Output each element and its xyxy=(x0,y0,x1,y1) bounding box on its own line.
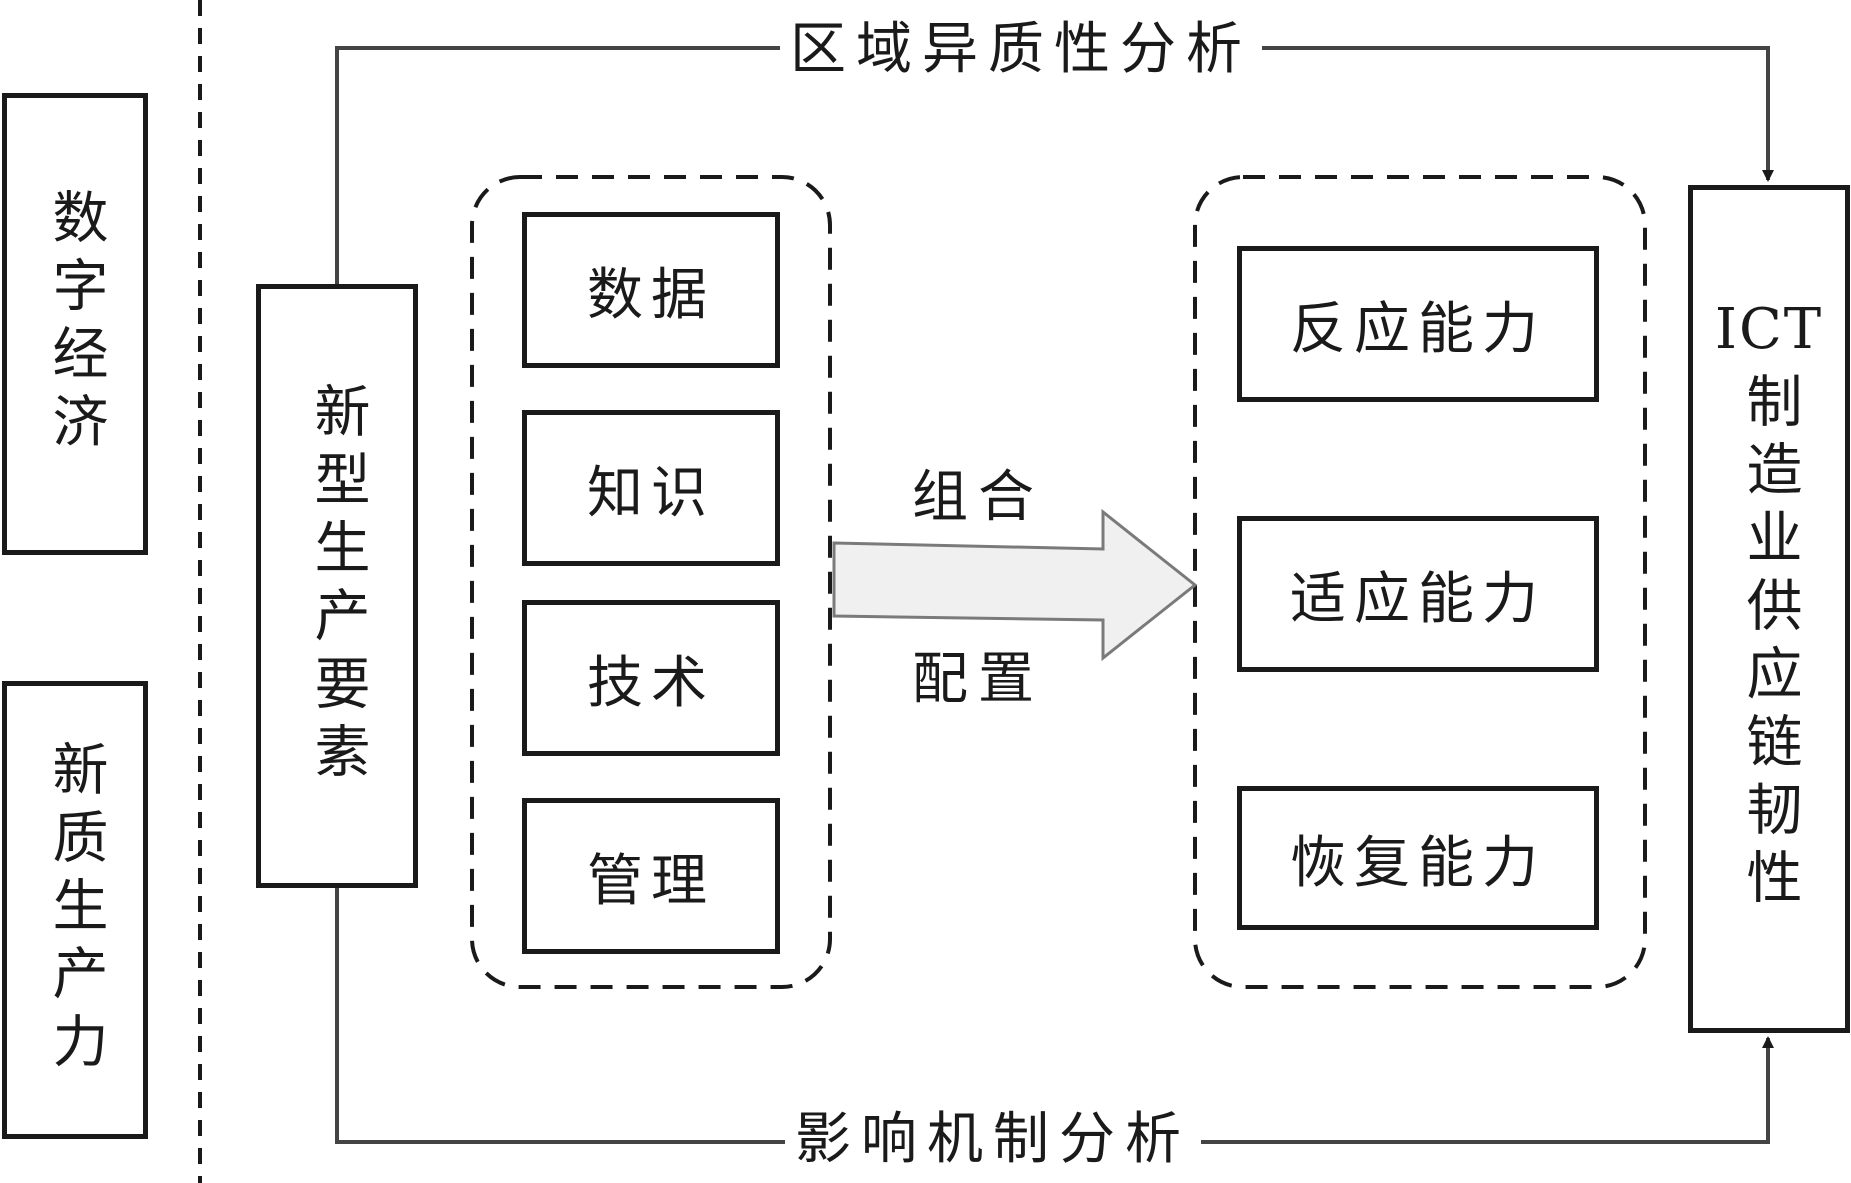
top-path-label: 区域异质性分析 xyxy=(780,22,1262,78)
combination-arrow xyxy=(832,508,1198,662)
arrow-top-label: 组合 xyxy=(912,465,1044,530)
outcome-label: ICT 制造业供应链韧性 xyxy=(1714,297,1824,917)
capability-item-response: 反应能力 xyxy=(1237,246,1599,402)
factor-item-data: 数据 xyxy=(522,212,780,368)
factor-item-technology: 技术 xyxy=(522,600,780,756)
capability-item-label: 反应能力 xyxy=(1290,296,1546,362)
digital-economy-label: 数字经济 xyxy=(43,188,108,460)
bottom-path-label: 影响机制分析 xyxy=(785,1112,1201,1168)
capability-item-label: 恢复能力 xyxy=(1290,830,1546,896)
factor-item-label: 管理 xyxy=(587,848,715,914)
new-quality-productivity-label: 新质生产力 xyxy=(43,740,108,1080)
capability-item-recovery: 恢复能力 xyxy=(1237,786,1599,930)
factor-group xyxy=(470,175,832,989)
new-factors-label: 新型生产要素 xyxy=(305,382,370,790)
outcome-prefix: ICT xyxy=(1714,297,1824,362)
factor-item-label: 技术 xyxy=(587,650,715,716)
new-factors-box: 新型生产要素 xyxy=(256,284,418,888)
new-quality-productivity-box: 新质生产力 xyxy=(2,681,148,1139)
factor-item-label: 知识 xyxy=(587,460,715,526)
factor-item-label: 数据 xyxy=(587,262,715,328)
factor-item-management: 管理 xyxy=(522,798,780,954)
factor-item-knowledge: 知识 xyxy=(522,410,780,566)
capability-item-label: 适应能力 xyxy=(1290,566,1546,632)
digital-economy-box: 数字经济 xyxy=(2,93,148,555)
capability-item-adaptation: 适应能力 xyxy=(1237,516,1599,672)
outcome-text: 制造业供应链韧性 xyxy=(1736,372,1802,916)
outcome-box: ICT 制造业供应链韧性 xyxy=(1688,185,1850,1033)
arrow-bottom-label: 配置 xyxy=(912,647,1044,712)
